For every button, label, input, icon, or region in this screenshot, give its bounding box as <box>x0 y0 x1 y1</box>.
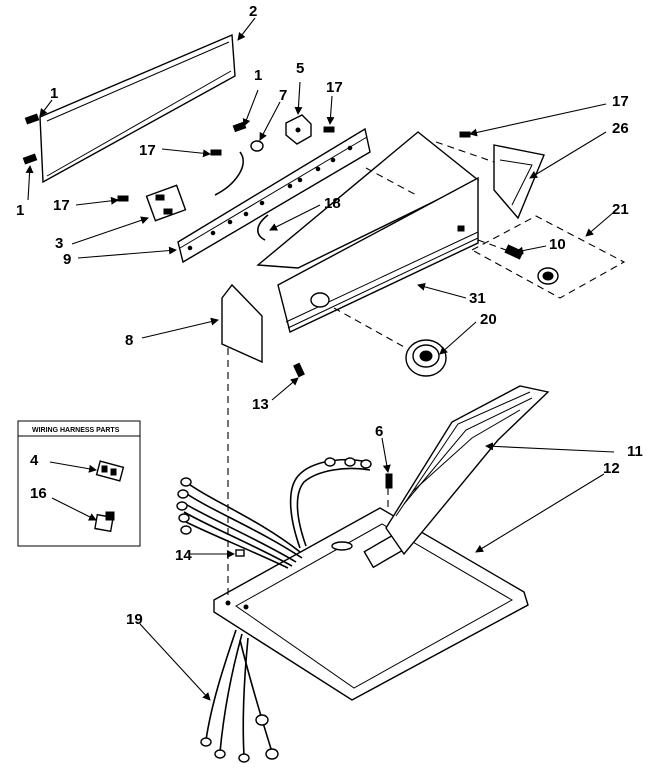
control-panel <box>177 127 371 264</box>
leader-lines <box>25 17 615 701</box>
label-3: 3 <box>55 235 63 252</box>
label-13: 13 <box>252 396 269 413</box>
rear-panel <box>39 33 236 184</box>
bracket-icon <box>235 549 245 557</box>
screw-icon <box>293 362 305 378</box>
terminal-block-icon <box>95 460 125 482</box>
harness-wire <box>257 214 269 241</box>
screw-icon <box>210 149 222 156</box>
spring-icon <box>504 244 524 260</box>
wiring-harness-bottom <box>200 629 279 763</box>
label-9: 9 <box>63 251 71 268</box>
label-16: 16 <box>30 485 47 502</box>
screw-icon <box>459 131 471 138</box>
bushing-icon <box>250 140 264 152</box>
end-cap <box>493 144 545 220</box>
screw-icon <box>22 153 38 165</box>
label-4: 4 <box>30 452 39 469</box>
label-6: 6 <box>375 423 383 440</box>
guide-line <box>365 167 419 197</box>
part-labels: 1 1 2 1 5 7 17 17 17 18 3 9 17 26 21 10 … <box>16 3 643 628</box>
label-2: 2 <box>249 3 257 20</box>
wiring-harness-parts-title: WIRING HARNESS PARTS <box>32 427 120 434</box>
label-17: 17 <box>612 93 629 110</box>
console-side <box>221 283 263 364</box>
label-7: 7 <box>279 87 287 104</box>
timer-knob <box>405 339 447 377</box>
label-5: 5 <box>296 60 304 77</box>
label-14: 14 <box>175 547 192 564</box>
label-17: 17 <box>139 142 156 159</box>
wiring-harness-center <box>289 457 372 549</box>
console-top <box>256 131 480 333</box>
label-1: 1 <box>16 202 24 219</box>
screw-icon <box>232 121 247 133</box>
knob-icon <box>537 267 559 285</box>
label-12: 12 <box>603 460 620 477</box>
dryer-top <box>213 507 529 701</box>
pilot-light-wire <box>214 151 244 196</box>
label-20: 20 <box>480 311 497 328</box>
label-10: 10 <box>549 236 566 253</box>
label-26: 26 <box>612 120 629 137</box>
wiring-harness-parts-box <box>17 420 141 547</box>
guide-line <box>477 239 507 251</box>
switch-icon <box>145 184 187 222</box>
label-31: 31 <box>469 290 486 307</box>
label-1: 1 <box>50 85 58 102</box>
label-19: 19 <box>126 611 143 628</box>
guide-line <box>435 141 495 163</box>
timer-icon <box>285 114 312 145</box>
control-panel-holes <box>187 145 353 251</box>
screw-icon <box>323 126 335 133</box>
guide-line <box>333 307 407 349</box>
label-11: 11 <box>627 443 643 460</box>
connector-icon <box>94 511 115 533</box>
label-21: 21 <box>612 201 629 218</box>
wiring-harness-left <box>176 477 303 569</box>
screw-icon <box>24 113 40 125</box>
assembly-box-21 <box>470 215 626 299</box>
label-1: 1 <box>254 67 262 84</box>
label-8: 8 <box>125 332 133 349</box>
label-17: 17 <box>53 197 70 214</box>
label-18: 18 <box>324 195 341 212</box>
exhaust-duct <box>385 385 550 556</box>
screw-icon <box>117 195 129 202</box>
label-17: 17 <box>326 79 343 96</box>
bolt-icon <box>385 473 393 489</box>
